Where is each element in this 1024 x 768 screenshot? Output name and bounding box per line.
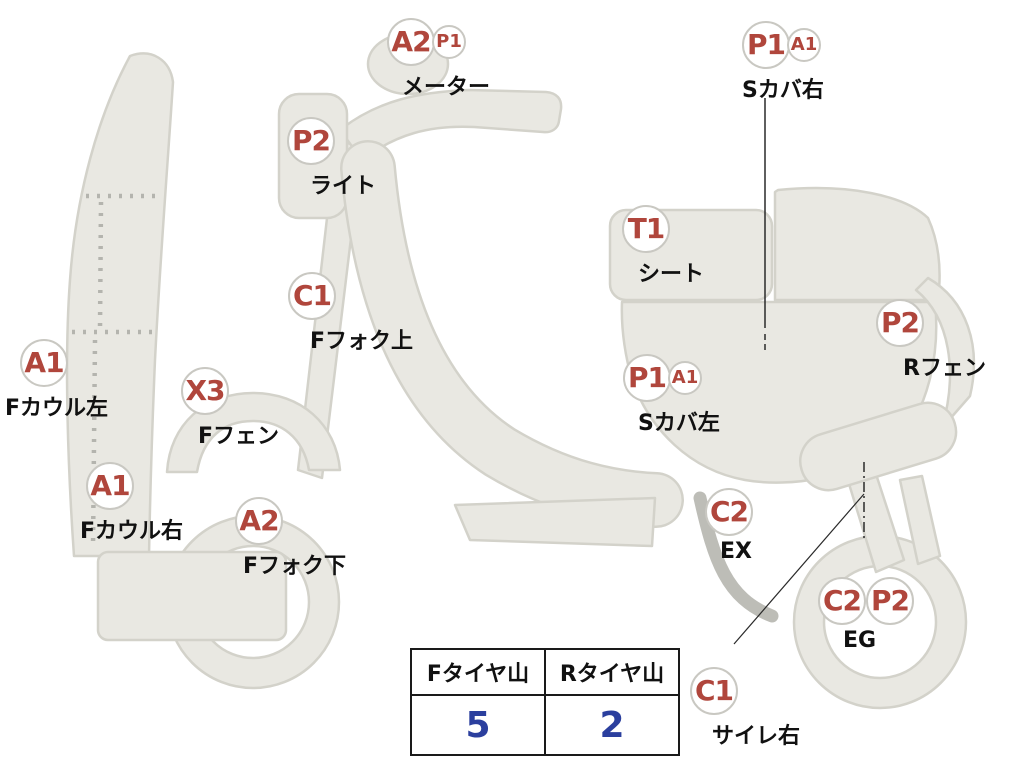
part-name-label: Fカウル右 (80, 519, 184, 544)
part-name-label: Fフォク上 (310, 329, 414, 354)
tire-table-value-row: 5 2 (410, 694, 680, 756)
damage-code-badge: P1 (742, 21, 790, 69)
front-tire-header: Fタイヤ山 (410, 648, 546, 696)
marker-front-fork-lower[interactable]: A2 Fフォク下 (235, 497, 346, 580)
marker-codes: A1 (20, 339, 108, 387)
marker-codes: A2 (235, 497, 346, 545)
damage-subcode-badge: P1 (432, 25, 466, 59)
damage-subcode-badge: A1 (787, 28, 821, 62)
damage-code-badge: C1 (288, 272, 336, 320)
marker-codes: T1 (622, 205, 704, 253)
marker-front-cowl-right[interactable]: A1 Fカウル右 (80, 462, 183, 545)
handlebar-shape (338, 88, 563, 162)
part-name-label: EG (843, 628, 877, 653)
marker-codes: P1 A1 (742, 21, 824, 69)
marker-codes: C1 (690, 667, 800, 715)
rear-tail-shape (773, 186, 941, 302)
part-name-label: Rフェン (903, 356, 986, 381)
damage-code-badge: P2 (287, 117, 335, 165)
scooter-body (65, 32, 976, 710)
marker-codes: P2 (287, 117, 376, 165)
part-name-label: Fカウル左 (5, 396, 109, 421)
marker-headlight[interactable]: P2 ライト (287, 117, 376, 200)
marker-side-cover-left[interactable]: P1 A1 Sカバ左 (623, 354, 720, 437)
damage-code-badge: A2 (387, 18, 435, 66)
marker-front-fork-upper[interactable]: C1 Fフォク上 (288, 272, 413, 355)
damage-code-badge-2: P2 (866, 577, 914, 625)
marker-codes: A2 P1 (387, 18, 490, 66)
part-name-label: シート (638, 262, 705, 287)
damage-code-badge: C2 (818, 577, 866, 625)
damage-code-badge: C2 (705, 488, 753, 536)
damage-subcode-badge: A1 (668, 361, 702, 395)
part-name-label: Fフォク下 (243, 554, 347, 579)
marker-codes: A1 (86, 462, 183, 510)
damage-code-badge: T1 (622, 205, 670, 253)
damage-code-badge: C1 (690, 667, 738, 715)
tire-tread-table: Fタイヤ山 Rタイヤ山 5 2 (410, 648, 680, 756)
part-name-label: サイレ右 (712, 724, 801, 749)
marker-front-cowl-left[interactable]: A1 Fカウル左 (5, 339, 108, 422)
front-tire-value: 5 (410, 694, 546, 756)
leader-lines (733, 98, 865, 645)
damage-code-badge: A1 (20, 339, 68, 387)
frame-band (342, 142, 682, 526)
marker-seat[interactable]: T1 シート (622, 205, 704, 288)
marker-silencer-right[interactable]: C1 サイレ右 (690, 667, 800, 750)
tire-table-header-row: Fタイヤ山 Rタイヤ山 (410, 648, 680, 696)
part-name-label: ライト (310, 174, 377, 199)
part-name-label: Sカバ左 (638, 411, 720, 436)
underbody-shape (453, 496, 657, 548)
marker-exhaust[interactable]: C2 EX (705, 488, 753, 564)
marker-codes: C1 (288, 272, 413, 320)
muffler-shape (799, 401, 958, 492)
damage-code-badge: X3 (181, 367, 229, 415)
marker-rear-fender[interactable]: P2 Rフェン (876, 299, 986, 382)
damage-code-badge: A2 (235, 497, 283, 545)
part-name-label: EX (720, 539, 752, 564)
marker-codes: C2 P2 (818, 577, 914, 625)
exhaust-pipe-shape (693, 491, 779, 623)
marker-engine[interactable]: C2 P2 EG (818, 577, 914, 653)
marker-front-fender[interactable]: X3 Fフェン (181, 367, 279, 450)
marker-codes: P1 A1 (623, 354, 720, 402)
marker-codes: C2 (705, 488, 753, 536)
rear-tire-value: 2 (544, 694, 680, 756)
marker-side-cover-right[interactable]: P1 A1 Sカバ右 (742, 21, 824, 104)
damage-code-badge: P2 (876, 299, 924, 347)
part-name-label: Sカバ右 (742, 78, 824, 103)
damage-code-badge: P1 (623, 354, 671, 402)
marker-codes: X3 (181, 367, 279, 415)
floor-step-shape (96, 550, 288, 642)
rear-tire-header: Rタイヤ山 (544, 648, 680, 696)
marker-meter[interactable]: A2 P1 メーター (387, 18, 490, 101)
damage-code-badge: A1 (86, 462, 134, 510)
marker-codes: P2 (876, 299, 986, 347)
cowl-seam-dotted-lines (72, 193, 162, 549)
part-name-label: Fフェン (198, 424, 280, 449)
part-name-label: メーター (402, 75, 491, 100)
swingarm-shape-2 (898, 474, 942, 566)
